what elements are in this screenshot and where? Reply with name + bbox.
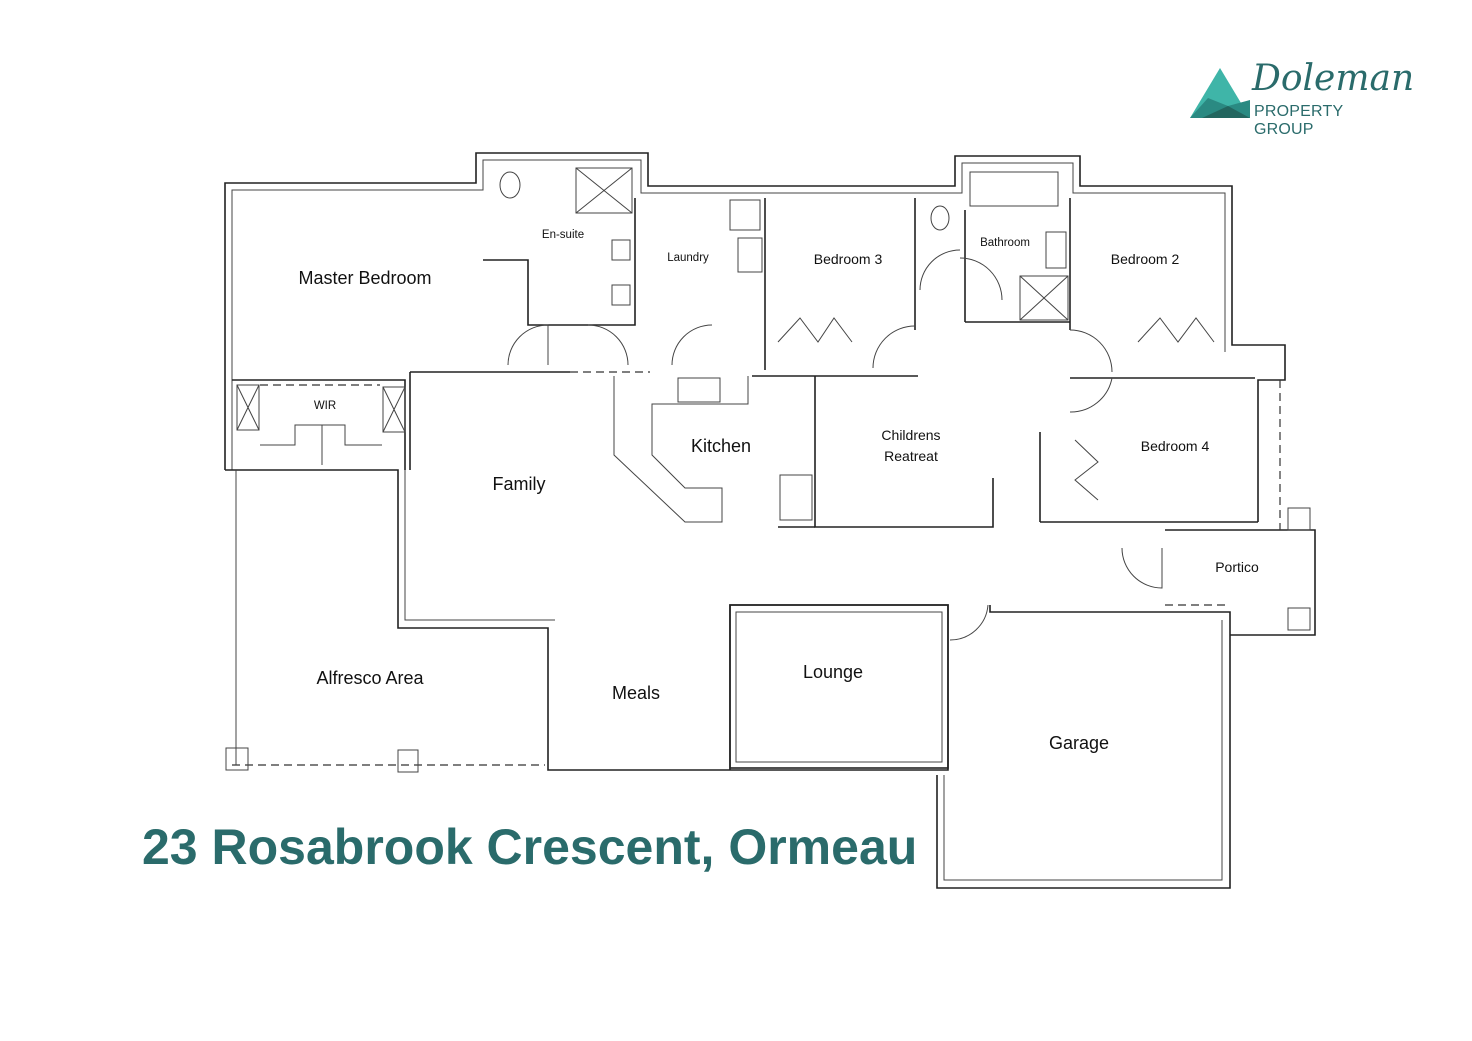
room-label-childrens-retreat-line2: Reatreat [884, 448, 938, 464]
room-label-childrens-retreat-line1: Childrens [881, 427, 940, 443]
room-label-bedroom-4: Bedroom 4 [1141, 438, 1210, 454]
room-label-master-bedroom: Master Bedroom [298, 268, 431, 288]
room-label-bedroom-3: Bedroom 3 [814, 251, 883, 267]
company-logo: Doleman PROPERTY GROUP [1188, 58, 1414, 138]
room-label-kitchen: Kitchen [691, 436, 751, 456]
property-address: 23 Rosabrook Crescent, Ormeau [142, 819, 918, 875]
room-label-meals: Meals [612, 683, 660, 703]
room-label-bathroom: Bathroom [980, 237, 1030, 249]
room-label-family: Family [493, 474, 546, 494]
mountain-logo-icon [1190, 68, 1250, 118]
logo-subtitle: PROPERTY GROUP [1254, 103, 1344, 138]
room-label-garage: Garage [1049, 733, 1109, 753]
room-label-bedroom-2: Bedroom 2 [1111, 251, 1180, 267]
room-label-laundry: Laundry [667, 252, 709, 264]
room-label-ensuite: En-suite [542, 229, 584, 241]
logo-name: Doleman [1252, 58, 1415, 99]
room-label-alfresco: Alfresco Area [316, 668, 424, 688]
walls [224, 152, 1316, 889]
room-label-wir: WIR [314, 400, 336, 412]
room-label-portico: Portico [1215, 559, 1259, 575]
room-label-lounge: Lounge [803, 662, 863, 682]
